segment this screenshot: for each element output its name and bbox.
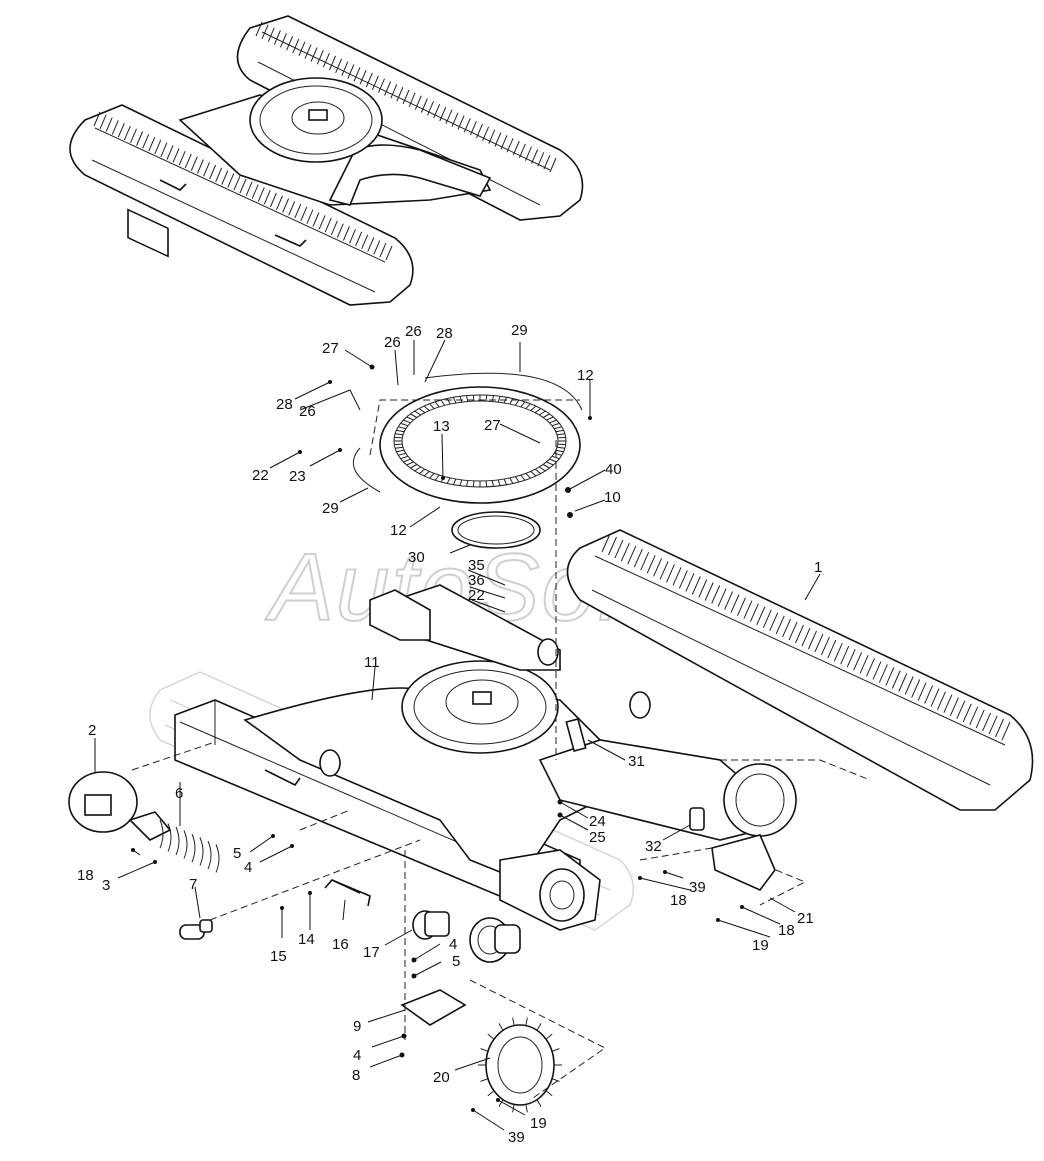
callout-22: 22 [468,587,485,604]
callout-4: 4 [353,1047,361,1064]
carrier-roller [469,917,521,963]
callout-21: 21 [797,910,814,927]
callout-10: 10 [604,489,621,506]
callout-30: 30 [408,549,425,566]
callout-4: 4 [244,859,252,876]
callout-39: 39 [689,879,706,896]
callout-5: 5 [452,953,460,970]
swing-bearing-assembly [352,372,583,549]
callout-12: 12 [577,367,594,384]
callout-4: 4 [449,936,457,953]
recoil-spring-6 [128,811,220,873]
assembled-undercarriage-illustration [69,15,584,306]
track-chain-1 [566,529,1034,811]
sprocket-20 [478,1017,562,1113]
callout-29: 29 [322,500,339,517]
grease-cylinder-7 [179,919,213,940]
callout-15: 15 [270,948,287,965]
part-31 [565,717,587,753]
callout-12: 12 [390,522,407,539]
callout-11: 11 [364,654,380,671]
callout-26: 26 [384,334,401,351]
callout-1: 1 [814,559,822,576]
callout-32: 32 [645,838,662,855]
callout-17: 17 [363,944,380,961]
callout-19: 19 [752,937,769,954]
callout-20: 20 [433,1069,450,1086]
callout-19: 19 [530,1115,547,1132]
callout-27: 27 [322,340,339,357]
callout-6: 6 [175,785,183,802]
callout-18: 18 [670,892,687,909]
motor-cover-32 [689,807,705,831]
callout-39: 39 [508,1129,525,1146]
callout-31: 31 [628,753,645,770]
callout-25: 25 [589,829,606,846]
idler-wheel-2 [68,771,138,833]
callout-5: 5 [233,845,241,862]
bearing-seal-ring [451,511,541,549]
callout-28: 28 [276,396,293,413]
callout-18: 18 [778,922,795,939]
callout-labels: 1 2 3 4 4 4 5 5 6 7 8 9 10 11 12 12 13 1… [77,322,822,1146]
callout-29: 29 [511,322,528,339]
callout-26: 26 [405,323,422,340]
callout-13: 13 [433,418,450,435]
seal-29-upper [424,372,583,411]
callout-14: 14 [298,931,315,948]
front-track [69,104,414,306]
roller-17 [412,910,450,940]
callout-27: 27 [484,417,501,434]
cover-plate-21 [711,834,776,891]
guard-16 [324,879,371,907]
callout-2: 2 [88,722,96,739]
callout-8: 8 [352,1067,360,1084]
callout-23: 23 [289,468,306,485]
callout-3: 3 [102,877,110,894]
seal-29-lower [352,447,381,493]
callout-28: 28 [436,325,453,342]
callout-9: 9 [353,1018,361,1035]
callout-18: 18 [77,867,94,884]
carbody-frame [149,584,797,931]
callout-36: 36 [468,572,485,589]
callout-26: 26 [299,403,316,420]
callout-40: 40 [605,461,622,478]
callout-22: 22 [252,467,269,484]
assembly-lines [131,399,871,1101]
callout-16: 16 [332,936,349,953]
bracket-9 [400,989,467,1026]
leader-lines [94,339,821,1131]
upper-rollers [319,638,651,777]
swing-ring-gear [379,386,581,504]
callout-24: 24 [589,813,606,830]
callout-35: 35 [468,557,485,574]
callout-7: 7 [189,876,197,893]
